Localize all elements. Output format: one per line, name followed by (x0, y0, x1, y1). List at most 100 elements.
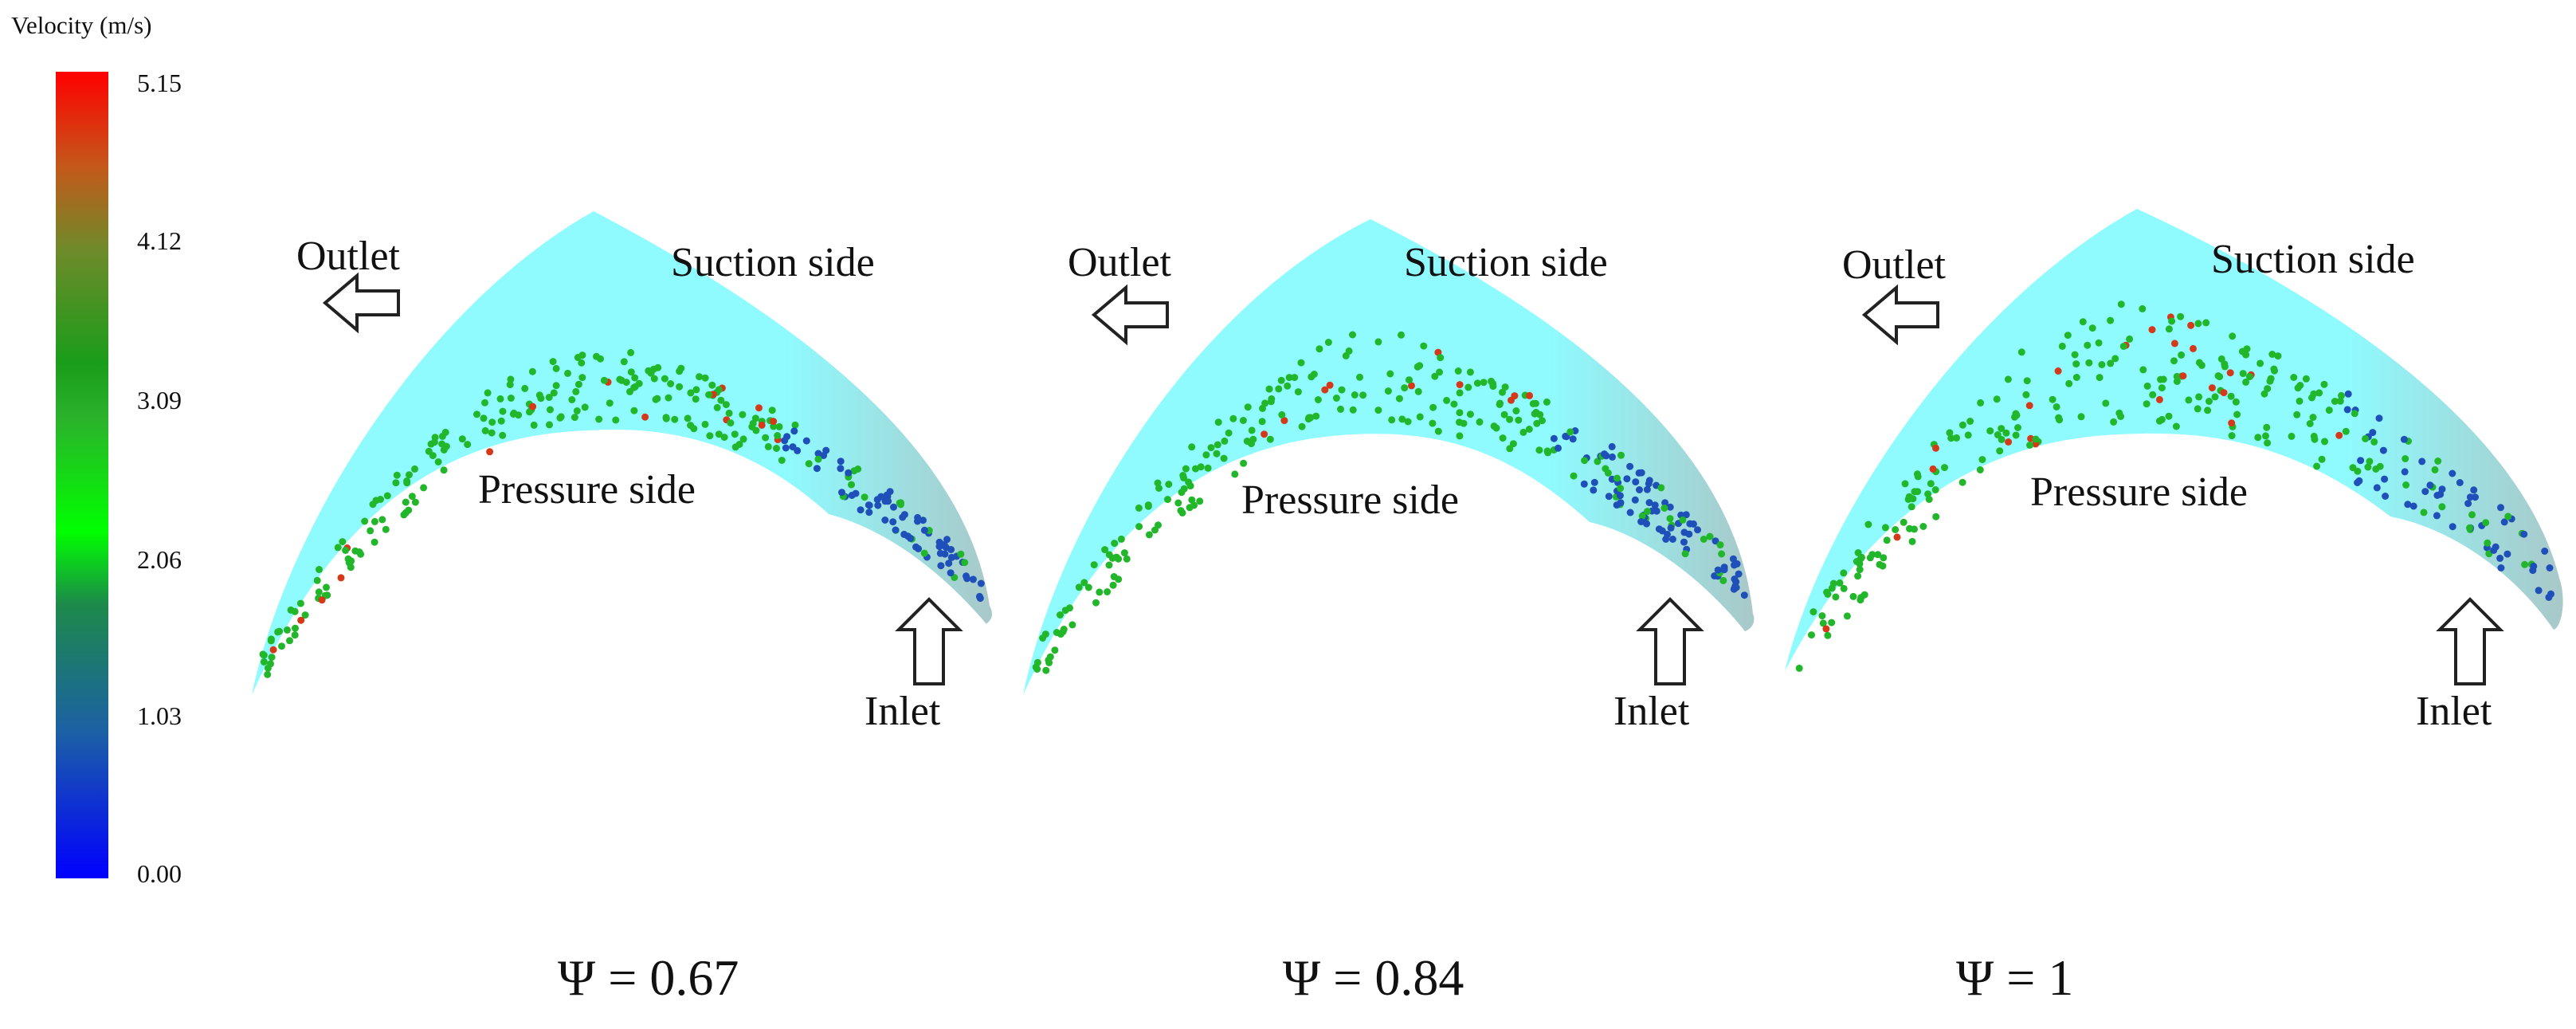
particle (2263, 423, 2271, 431)
outlet-label-3: Outlet (1842, 242, 1946, 288)
particle (1929, 465, 1937, 473)
particle (274, 628, 282, 636)
particle (301, 611, 309, 619)
particle (488, 418, 496, 426)
caption-psi-067: Ψ = 0.67 (558, 949, 739, 1006)
particle (411, 498, 419, 506)
particle (2256, 359, 2264, 367)
particle (2190, 344, 2197, 352)
particle (1284, 382, 1292, 390)
particle (1966, 418, 1974, 425)
particle (1958, 478, 1966, 486)
particle (552, 364, 560, 372)
particle (1953, 434, 1960, 442)
particle (1651, 501, 1659, 509)
particle (545, 394, 553, 401)
particle (2165, 412, 2173, 420)
particle (770, 422, 778, 430)
particle (2500, 518, 2508, 526)
particle (945, 560, 953, 568)
particle (1265, 385, 1273, 393)
particle (528, 367, 536, 375)
particle (2357, 457, 2365, 465)
particle (1718, 550, 1726, 558)
particle (371, 538, 378, 546)
particle (334, 544, 342, 552)
panel-psi-067 (252, 211, 993, 695)
particle (1680, 538, 1688, 546)
particle (1601, 450, 1608, 458)
particle (845, 469, 853, 477)
particle (521, 384, 529, 392)
particle (1165, 481, 1173, 489)
particle (1809, 608, 1817, 616)
particle (2119, 343, 2127, 350)
particle (662, 414, 670, 422)
particle (1706, 532, 1714, 540)
particle (1374, 406, 1382, 414)
particle (717, 396, 725, 404)
outlet-label-2: Outlet (1068, 240, 1171, 285)
particle (2418, 458, 2426, 465)
particle (2053, 403, 2060, 410)
particle (1506, 445, 1514, 453)
particle (2096, 374, 2104, 382)
particle (1066, 604, 1073, 612)
particle (789, 443, 797, 451)
particle (526, 408, 533, 416)
particle (1429, 403, 1437, 411)
particle (1053, 629, 1061, 636)
particle (1829, 579, 1837, 587)
particle (1291, 374, 1299, 382)
particle (316, 566, 323, 573)
particle (2433, 492, 2441, 499)
particle (2014, 424, 2021, 431)
velocity-colorbar (56, 72, 108, 878)
particle (1731, 561, 1738, 569)
particle (2143, 400, 2151, 408)
particle (2049, 395, 2056, 403)
particle (2226, 369, 2234, 377)
particle (2245, 373, 2253, 381)
inlet-arrow (2436, 597, 2504, 685)
particle (1594, 458, 1602, 465)
particle (2158, 384, 2166, 392)
pressure-side-label-3: Pressure side (2030, 469, 2248, 515)
particle (1664, 530, 1671, 538)
particle (963, 575, 971, 583)
legend-title: Velocity (m/s) (11, 11, 152, 39)
particle (2055, 414, 2063, 422)
particle (2195, 393, 2203, 401)
suction-side-label-3: Suction side (2211, 237, 2415, 282)
particle (1492, 424, 1500, 432)
particle (564, 369, 571, 377)
particle (1638, 512, 1646, 520)
particle (1188, 496, 1196, 504)
particle (1941, 464, 1948, 472)
particle (2239, 370, 2247, 378)
particle (2110, 418, 2118, 426)
particle (1388, 416, 1396, 424)
particle (2382, 493, 2390, 500)
particle (2202, 319, 2210, 327)
particle (2178, 351, 2186, 359)
particle (568, 396, 576, 403)
particle (1267, 398, 1275, 406)
particle (2264, 385, 2272, 393)
particle (2025, 402, 2033, 410)
particle (2290, 374, 2298, 381)
particle (1196, 497, 1204, 505)
particle (1857, 596, 1864, 604)
particle (1946, 429, 1954, 437)
particle (2464, 500, 2472, 508)
panel-psi-1 (1785, 209, 2563, 685)
particle (1068, 621, 1076, 629)
particle (708, 381, 716, 389)
particle (1685, 530, 1693, 538)
particle (1657, 484, 1665, 492)
particle (550, 389, 558, 397)
particle (1550, 434, 1558, 442)
particle (1700, 536, 1708, 543)
particle (378, 516, 386, 524)
